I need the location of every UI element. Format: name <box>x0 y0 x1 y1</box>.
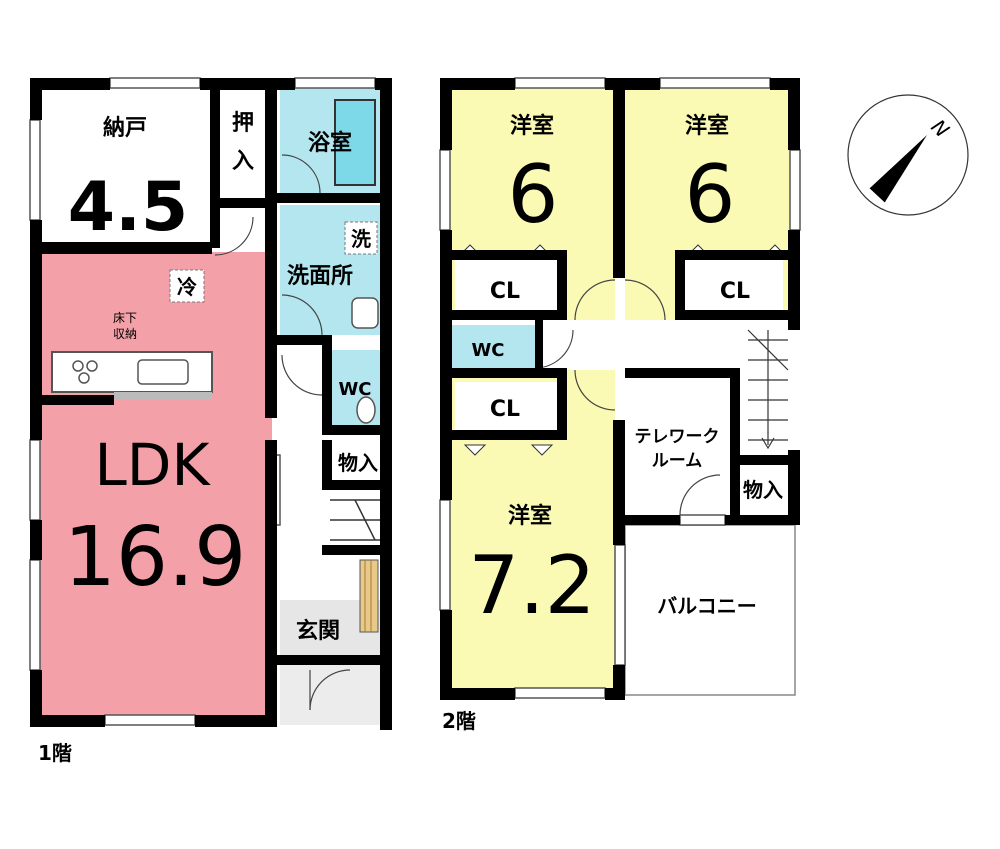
western-big-name: 洋室 <box>508 503 552 529</box>
telework-name-1: テレワーク <box>635 427 720 447</box>
western-left-name: 洋室 <box>510 113 554 139</box>
washroom-name: 洗面所 <box>287 264 353 289</box>
underfloor-name-2: 収納 <box>113 327 137 341</box>
walls-1f <box>30 78 392 730</box>
bath-name: 浴室 <box>308 130 352 156</box>
western-right-name: 洋室 <box>685 113 729 139</box>
storage-name: 納戸 <box>103 115 147 141</box>
stairs-2f <box>747 329 789 450</box>
ldk-size: 16.9 <box>64 510 247 605</box>
cl-left-box <box>455 258 560 310</box>
storage-size: 4.5 <box>68 168 188 247</box>
ldk-name: LDK <box>94 431 211 499</box>
floor1-label: 1階 <box>38 741 72 765</box>
oshiire-name-2: 入 <box>232 149 254 174</box>
balcony-area <box>624 524 796 696</box>
wc2-fill <box>450 325 535 368</box>
walls-2f <box>440 78 800 700</box>
telework-name-2: ルーム <box>652 451 703 471</box>
shoe-box <box>359 559 379 633</box>
door-swings-1f <box>214 154 351 711</box>
cl-lower-box <box>455 382 560 432</box>
door-swings-2f <box>534 279 721 516</box>
compass: N <box>847 94 969 216</box>
bathtub <box>334 99 376 186</box>
entrance-name: 玄関 <box>296 618 340 644</box>
ldk-fill <box>40 252 272 720</box>
stairs-1f <box>330 499 380 541</box>
toilet <box>356 396 376 424</box>
washer-box <box>344 221 378 255</box>
fridge-name: 冷 <box>177 275 197 299</box>
floor-2: 洋室 6 洋室 6 CL CL WC CL テレワーク ルーム 物入 洋室 7.… <box>439 77 801 733</box>
washer-name: 洗 <box>351 227 371 251</box>
storage-small-1f-name: 物入 <box>338 451 378 475</box>
wc2-name: WC <box>471 340 504 361</box>
porch-fill <box>280 665 380 725</box>
wc1-name: WC <box>338 379 371 400</box>
kitchen-counter <box>51 351 213 393</box>
cl-right-box <box>683 258 783 310</box>
western-right-size: 6 <box>685 148 736 241</box>
underfloor-name-1: 床下 <box>113 311 137 325</box>
oshiire-name-1: 押 <box>232 110 254 136</box>
western-big-size: 7.2 <box>468 539 595 632</box>
cl-left-name: CL <box>490 279 520 304</box>
western-left-size: 6 <box>508 148 559 241</box>
fridge-box <box>169 269 205 303</box>
storage-small-2f-name: 物入 <box>743 478 783 502</box>
cl-right-name: CL <box>720 279 750 304</box>
cl-lower-name: CL <box>490 397 520 422</box>
balcony-name: バルコニー <box>657 594 757 618</box>
compass-needle-icon <box>870 135 927 202</box>
floor2-label: 2階 <box>442 709 476 733</box>
floor-1: 納戸 4.5 押 入 浴室 洗 洗面所 冷 床下 収納 LDK 16.9 WC … <box>29 77 392 765</box>
wash-basin <box>351 297 379 329</box>
